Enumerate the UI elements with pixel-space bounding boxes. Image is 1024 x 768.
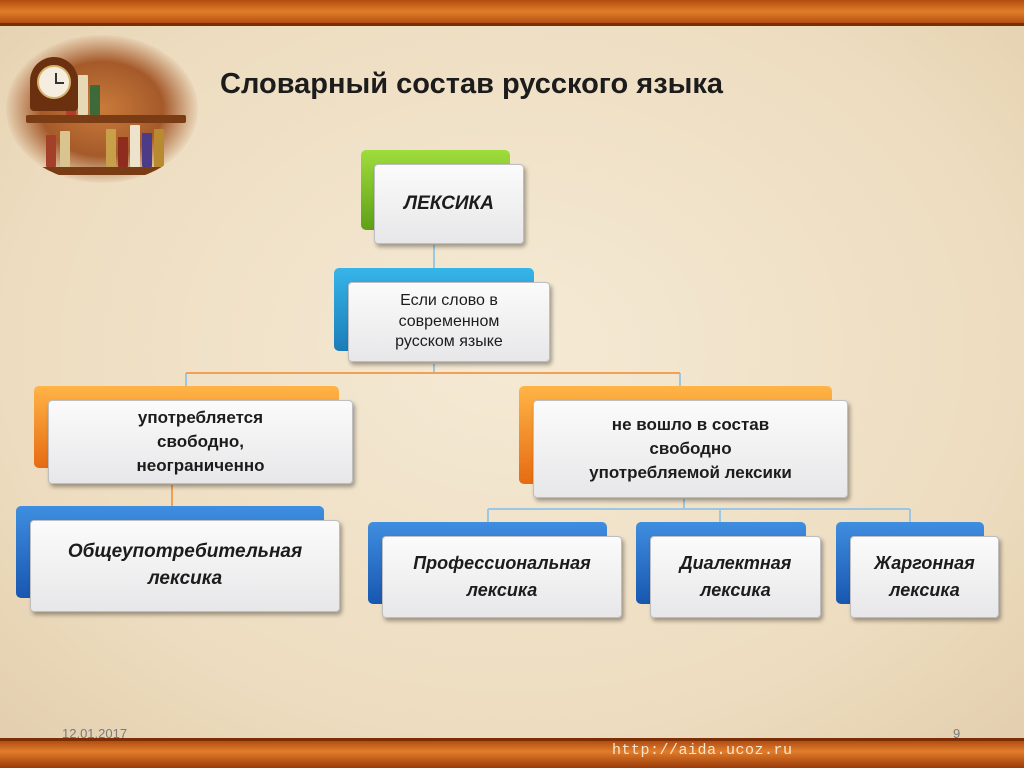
clock-icon bbox=[30, 57, 78, 111]
node-lexis-label: ЛЕКСИКА bbox=[374, 164, 524, 244]
slide-date: 12.01.2017 bbox=[62, 726, 128, 741]
source-url: http://aida.ucoz.ru bbox=[612, 742, 793, 759]
node-not-included-label: не вошло в состав свободно употребляемой… bbox=[533, 400, 848, 498]
bottom-frame-border bbox=[0, 738, 1024, 768]
node-used-freely-label: употребляется свободно, неограниченно bbox=[48, 400, 353, 484]
node-dialect-lexis-label: Диалектная лексика bbox=[650, 536, 821, 618]
node-condition-label: Если слово в современном русском языке bbox=[348, 282, 550, 362]
bookshelf-icon bbox=[6, 35, 198, 183]
node-professional-lexis-label: Профессиональная лексика bbox=[382, 536, 622, 618]
node-common-lexis-label: Общеупотребительная лексика bbox=[30, 520, 340, 612]
slide-page-number: 9 bbox=[953, 726, 961, 741]
node-jargon-lexis-label: Жаргонная лексика bbox=[850, 536, 999, 618]
slide-title: Словарный состав русского языка bbox=[220, 68, 724, 100]
top-frame-border bbox=[0, 0, 1024, 26]
